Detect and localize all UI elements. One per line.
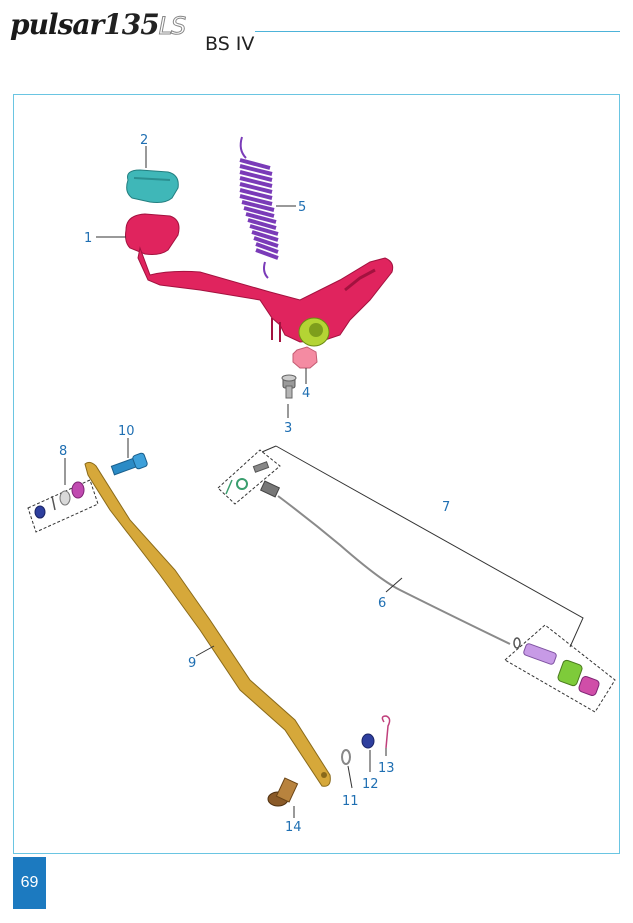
washer-part-11: [341, 749, 351, 765]
page-header: pulsar135LS BS IV: [0, 0, 633, 60]
header-rule: [255, 31, 620, 32]
fastener-set-part-8: [27, 479, 99, 533]
page-number-badge: 69: [13, 857, 46, 909]
callout-2: 2: [140, 133, 148, 148]
callout-3: 3: [284, 421, 292, 436]
pedal-bush-part: [298, 317, 330, 347]
callout-14: 14: [285, 820, 302, 835]
nut-part-12: [361, 733, 375, 749]
logo-brand: pulsar: [10, 8, 104, 41]
return-spring-part: [239, 136, 279, 279]
callout-7: 7: [442, 500, 450, 515]
callout-5: 5: [298, 200, 306, 215]
brake-pedal-pad-part: [125, 213, 180, 255]
callout-10: 10: [118, 424, 135, 439]
callout-11: 11: [342, 794, 359, 809]
diagram-frame: [13, 94, 620, 854]
callout-12: 12: [362, 777, 379, 792]
logo-model: 135: [103, 8, 159, 41]
brake-pedal-arm-part: [137, 246, 394, 343]
emission-label: BS IV: [205, 33, 255, 55]
pin-part-13: [381, 715, 391, 749]
brake-rod-part: [84, 461, 331, 787]
logo-suffix: LS: [158, 12, 187, 41]
bolt-part-10: [110, 452, 148, 476]
cable-assembly-part-7: [217, 445, 616, 713]
callout-13: 13: [378, 761, 395, 776]
callout-6: 6: [378, 596, 386, 611]
callout-9: 9: [188, 656, 196, 671]
callout-8: 8: [59, 444, 67, 459]
brake-pedal-rubber-part: [126, 169, 179, 203]
bolt-part-3: [281, 374, 297, 399]
pin-part-14: [267, 777, 299, 807]
washer-part-4: [292, 346, 318, 369]
callout-1: 1: [84, 231, 92, 246]
pulsar-logo: pulsar135LS: [10, 8, 187, 41]
callout-4: 4: [302, 386, 310, 401]
